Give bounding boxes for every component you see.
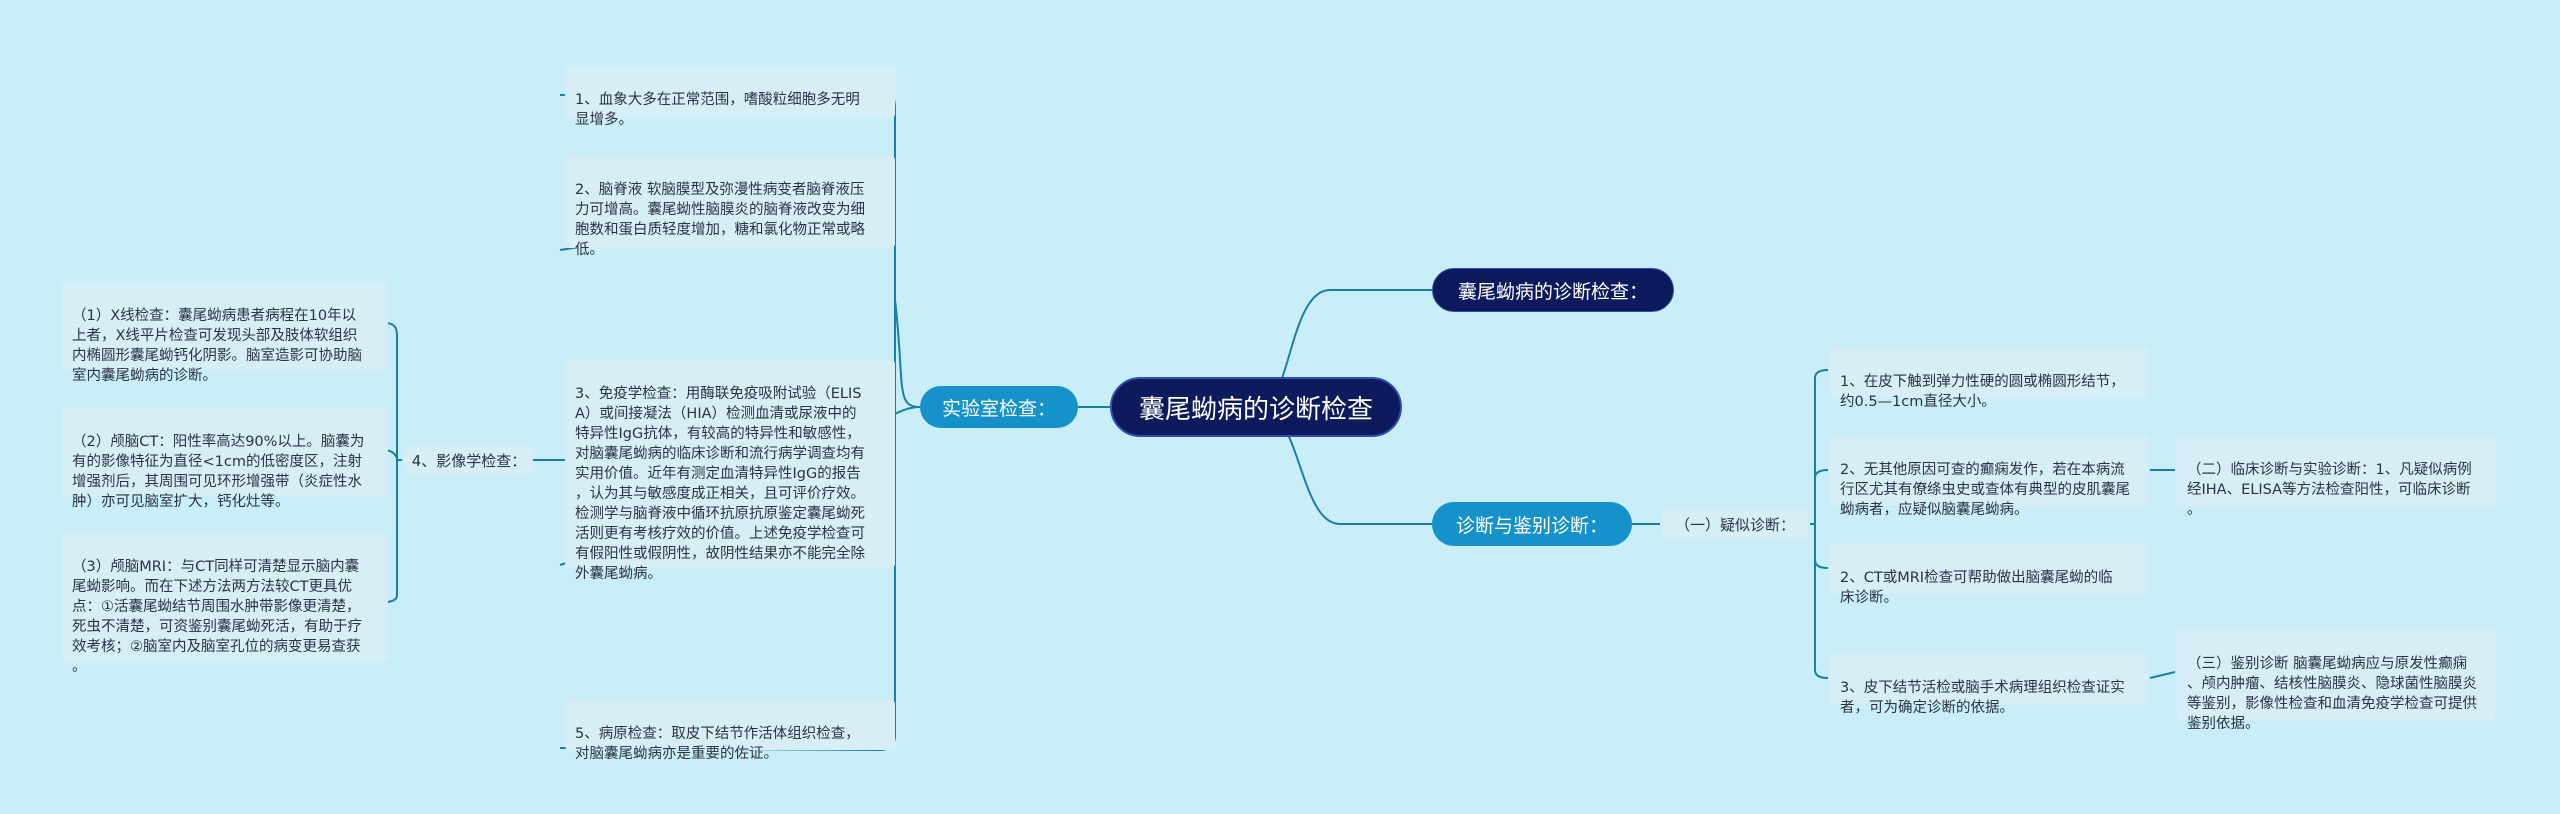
diagnosis-differential-node[interactable]: 诊断与鉴别诊断： bbox=[1432, 502, 1632, 546]
imaging-item-mri: （3）颅脑MRI：与CT同样可清楚显示脑内囊 尾蚴影响。而在下述方法两方法较CT… bbox=[62, 533, 388, 675]
root-label: 囊尾蚴病的诊断检查 bbox=[1138, 394, 1373, 425]
lab-item-blood: 1、血象大多在正常范围，嗜酸粒细胞多无明 显增多。 bbox=[565, 66, 895, 128]
lab-item-immunology: 3、免疫学检查：用酶联免疫吸附试验（ELIS A）或间接凝法（HIA）检测血清或… bbox=[565, 360, 895, 582]
root-node[interactable]: 囊尾蚴病的诊断检查 bbox=[1110, 377, 1402, 437]
differential-diagnosis-node: （三）鉴别诊断 脑囊尾蚴病应与原发性癫痫 、颅内肿瘤、结核性脑膜炎、隐球菌性脑膜… bbox=[2177, 630, 2495, 732]
imaging-item-ct: （2）颅脑CT：阳性率高达90%以上。脑囊为 有的影像特征为直径<1cm的低密度… bbox=[62, 408, 388, 510]
lab-exam-node[interactable]: 实验室检查： bbox=[920, 386, 1078, 428]
suspect-diagnosis-node[interactable]: （一）疑似诊断： bbox=[1662, 510, 1808, 538]
lab-item-pathogen: 5、病原检查：取皮下结节作活体组织检查， 对脑囊尾蚴病亦是重要的佐证。 bbox=[565, 700, 895, 762]
imaging-item-xray: （1）X线检查：囊尾蚴病患者病程在10年以 上者，X线平片检查可发现头部及肢体软… bbox=[62, 282, 388, 384]
lab-item-csf: 2、脑脊液 软脑膜型及弥漫性病变者脑脊液压 力可增高。囊尾蚴性脑膜炎的脑脊液改变… bbox=[565, 156, 895, 258]
lab-exam-label: 实验室检查： bbox=[941, 397, 1056, 420]
diagnostic-exam-label: 囊尾蚴病的诊断检查： bbox=[1457, 280, 1648, 303]
imaging-exam-node[interactable]: 4、影像学检查： bbox=[405, 446, 533, 474]
suspect-item-biopsy: 3、皮下结节活检或脑手术病理组织检查证实 者，可为确定诊断的依据。 bbox=[1830, 654, 2148, 716]
diagnostic-exam-node[interactable]: 囊尾蚴病的诊断检查： bbox=[1432, 268, 1674, 312]
clinical-diagnosis-node: （二）临床诊断与实验诊断：1、凡疑似病例 经IHA、ELISA等方法检查阳性，可… bbox=[2177, 436, 2495, 518]
suspect-item-nodule: 1、在皮下触到弹力性硬的圆或椭圆形结节， 约0.5—1cm直径大小。 bbox=[1830, 348, 2148, 410]
suspect-item-epilepsy: 2、无其他原因可查的癫痫发作，若在本病流 行区尤其有僚绦虫史或查体有典型的皮肌囊… bbox=[1830, 436, 2148, 518]
diagnosis-differential-label: 诊断与鉴别诊断： bbox=[1455, 514, 1608, 537]
link-suspect-bracket bbox=[1810, 369, 1829, 525]
suspect-item-ct-mri: 2、CT或MRI检查可帮助做出脑囊尾蚴的临 床诊断。 bbox=[1830, 544, 2148, 606]
link-differential bbox=[2149, 671, 2176, 679]
